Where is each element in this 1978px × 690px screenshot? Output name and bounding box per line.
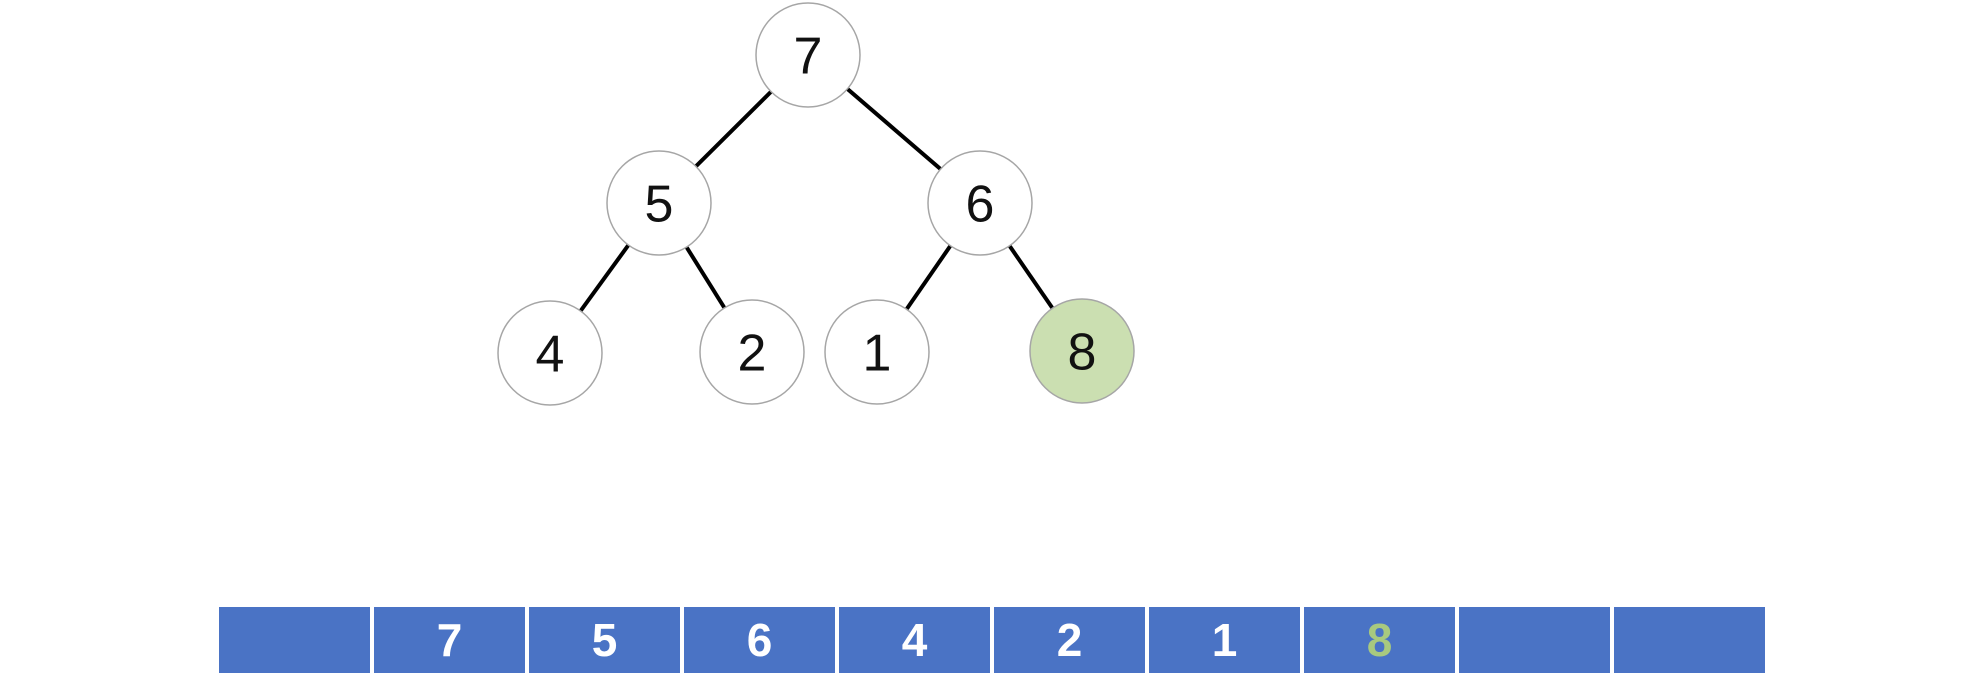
tree-node: 8 [1029, 298, 1135, 404]
array-cell: 2 [994, 607, 1145, 673]
tree-node: 7 [755, 2, 861, 108]
tree-node-circle [497, 300, 603, 406]
tree-node: 2 [699, 299, 805, 405]
tree-node: 1 [824, 299, 930, 405]
tree-node: 6 [927, 150, 1033, 256]
array-cell [219, 607, 370, 673]
array-cell: 4 [839, 607, 990, 673]
array-cell: 7 [374, 607, 525, 673]
tree-node-value: 5 [645, 176, 674, 234]
tree-node-circle [824, 299, 930, 405]
tree-node-value: 2 [738, 325, 767, 383]
tree-node-circle [755, 2, 861, 108]
array-cell: 5 [529, 607, 680, 673]
tree-node-value: 4 [536, 326, 565, 384]
tree-node-value: 8 [1068, 324, 1097, 382]
tree-node-value: 1 [863, 325, 892, 383]
tree-node-circle [606, 150, 712, 256]
tree-node-value: 6 [966, 176, 995, 234]
tree-node-value: 7 [794, 28, 823, 86]
array-cell: 6 [684, 607, 835, 673]
tree-node: 4 [497, 300, 603, 406]
tree-node: 5 [606, 150, 712, 256]
array-cell-highlighted: 8 [1304, 607, 1455, 673]
tree-node-circle [927, 150, 1033, 256]
array-cell: 1 [1149, 607, 1300, 673]
tree-node-circle [699, 299, 805, 405]
tree-node-circle-highlighted [1029, 298, 1135, 404]
array-cell [1614, 607, 1765, 673]
array-cell [1459, 607, 1610, 673]
